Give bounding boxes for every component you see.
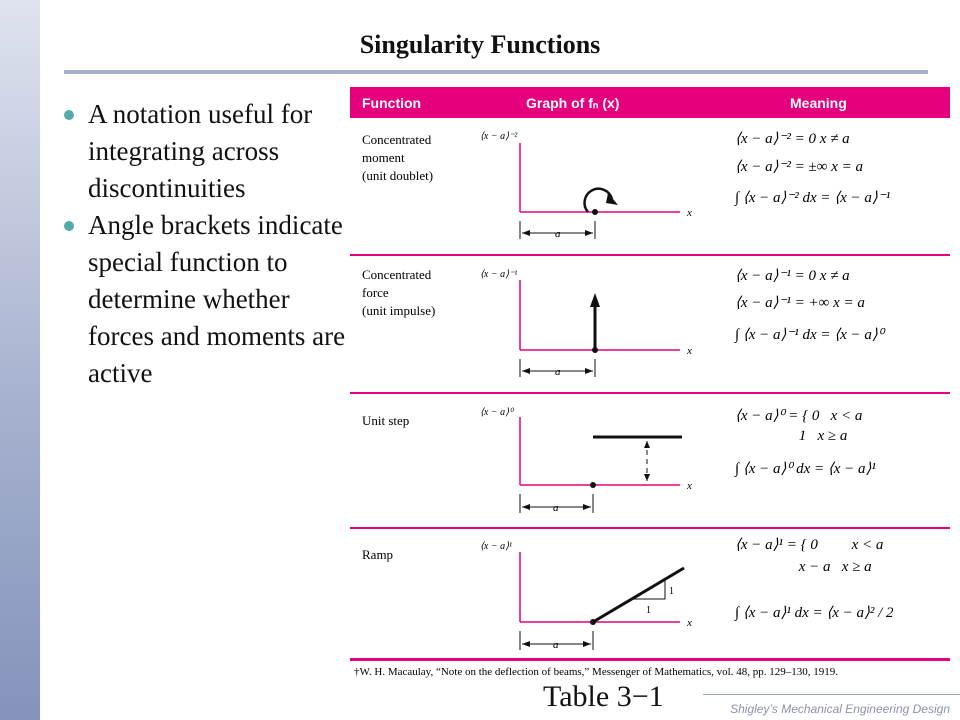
moment-arrowhead-icon — [606, 193, 618, 205]
dim-arrow-icon — [522, 368, 530, 374]
dim-arrow-icon — [522, 230, 530, 236]
dim-arrow-icon — [522, 504, 530, 510]
function-name-line: force — [362, 285, 389, 300]
dim-label: a — [555, 366, 561, 378]
bullet-list: A notation useful for integrating across… — [58, 96, 348, 392]
function-name-line: (unit impulse) — [362, 303, 435, 318]
meaning-line: ⟨x − a⟩⁰ = { 0 x < a — [735, 408, 862, 424]
singularity-table: Function Graph of fₙ (x) Meaning Concent… — [350, 87, 950, 678]
dim-arrow-icon — [585, 368, 593, 374]
meaning-line: x − a x ≥ a — [735, 559, 872, 575]
function-name-line: (unit doublet) — [362, 168, 433, 183]
meaning-line: ⟨x − a⟩⁻¹ = +∞ x = a — [735, 295, 865, 311]
table-bottom-rule — [350, 658, 950, 661]
ramp-line — [592, 566, 685, 624]
meaning-line: ⟨x − a⟩⁻¹ = 0 x ≠ a — [735, 268, 850, 284]
point-a-marker — [592, 347, 598, 353]
x-axis-label: x — [686, 480, 692, 492]
header-meaning: Meaning — [790, 95, 847, 111]
meaning-line: ⟨x − a⟩⁻² = ±∞ x = a — [735, 159, 863, 175]
function-name-line: Ramp — [362, 547, 393, 562]
slide-title: Singularity Functions — [359, 30, 601, 59]
row-divider — [350, 392, 950, 394]
slope-triangle — [632, 580, 666, 600]
x-axis-label: x — [686, 207, 692, 219]
table-footnote: †W. H. Macaulay, “Note on the deflection… — [354, 666, 838, 678]
function-name-line: moment — [362, 150, 405, 165]
dim-arrow-icon — [583, 641, 591, 647]
row-unit-impulse: Concentrated force (unit impulse) ⟨x − a… — [362, 267, 886, 378]
row-divider — [350, 527, 950, 529]
meaning-line: ⟨x − a⟩¹ = { 0 x < a — [735, 537, 883, 553]
dim-arrow-icon — [583, 504, 591, 510]
point-a-marker — [590, 482, 596, 488]
bullet-dot-icon — [64, 110, 74, 120]
row-unit-doublet: Concentrated moment (unit doublet) ⟨x − … — [362, 131, 891, 240]
slide-sidebar-band — [0, 0, 40, 720]
meaning-line: ∫ ⟨x − a⟩⁰ dx = ⟨x − a⟩¹ — [734, 461, 876, 477]
footer-text: Shigley’s Mechanical Engineering Design — [703, 694, 960, 716]
graph-function-label: ⟨x − a⟩⁻² — [480, 131, 518, 142]
bullet-item: Angle brackets indicate special function… — [58, 207, 348, 392]
dim-arrow-icon — [644, 474, 650, 481]
dim-label: a — [553, 502, 559, 514]
bullet-dot-icon — [64, 221, 74, 231]
row-ramp: Ramp ⟨x − a⟩¹ x 1 1 a ⟨x − a⟩¹ = { 0 x <… — [362, 537, 894, 651]
function-name-line: Concentrated — [362, 267, 432, 282]
graph-function-label: ⟨x − a⟩⁰ — [480, 407, 515, 418]
moment-arc-icon — [583, 187, 614, 213]
meaning-line: ∫ ⟨x − a⟩⁻¹ dx = ⟨x − a⟩⁰ — [734, 327, 886, 343]
slope-run-label: 1 — [646, 605, 651, 616]
meaning-line: ⟨x − a⟩⁻² = 0 x ≠ a — [735, 131, 850, 147]
table-header-band — [350, 87, 950, 118]
impulse-arrowhead-icon — [590, 293, 600, 307]
row-divider — [350, 254, 950, 256]
x-axis-label: x — [686, 617, 692, 629]
meaning-line: ∫ ⟨x − a⟩⁻² dx = ⟨x − a⟩⁻¹ — [734, 190, 891, 206]
graph-function-label: ⟨x − a⟩⁻¹ — [480, 269, 517, 280]
dim-arrow-icon — [644, 441, 650, 448]
bullet-item: A notation useful for integrating across… — [58, 96, 348, 207]
function-name-line: Unit step — [362, 413, 409, 428]
slope-rise-label: 1 — [669, 586, 674, 597]
row-unit-step: Unit step ⟨x − a⟩⁰ x a ⟨x − a⟩⁰ = { 0 x … — [362, 407, 876, 514]
point-a-marker — [592, 209, 598, 215]
meaning-line: 1 x ≥ a — [735, 428, 847, 444]
function-name-line: Concentrated — [362, 132, 432, 147]
meaning-line: ∫ ⟨x − a⟩¹ dx = ⟨x − a⟩² / 2 — [734, 605, 894, 621]
point-a-marker — [590, 619, 596, 625]
graph-function-label: ⟨x − a⟩¹ — [480, 541, 512, 552]
dim-arrow-icon — [522, 641, 530, 647]
dim-label: a — [555, 228, 561, 240]
table-caption: Table 3−1 — [543, 680, 664, 713]
header-function: Function — [362, 95, 421, 111]
bullet-text: Angle brackets indicate special function… — [88, 210, 346, 388]
x-axis-label: x — [686, 345, 692, 357]
dim-label: a — [553, 639, 559, 651]
title-underline — [64, 70, 928, 74]
bullet-text: A notation useful for integrating across… — [88, 99, 313, 203]
header-graph: Graph of fₙ (x) — [526, 95, 619, 111]
dim-arrow-icon — [585, 230, 593, 236]
